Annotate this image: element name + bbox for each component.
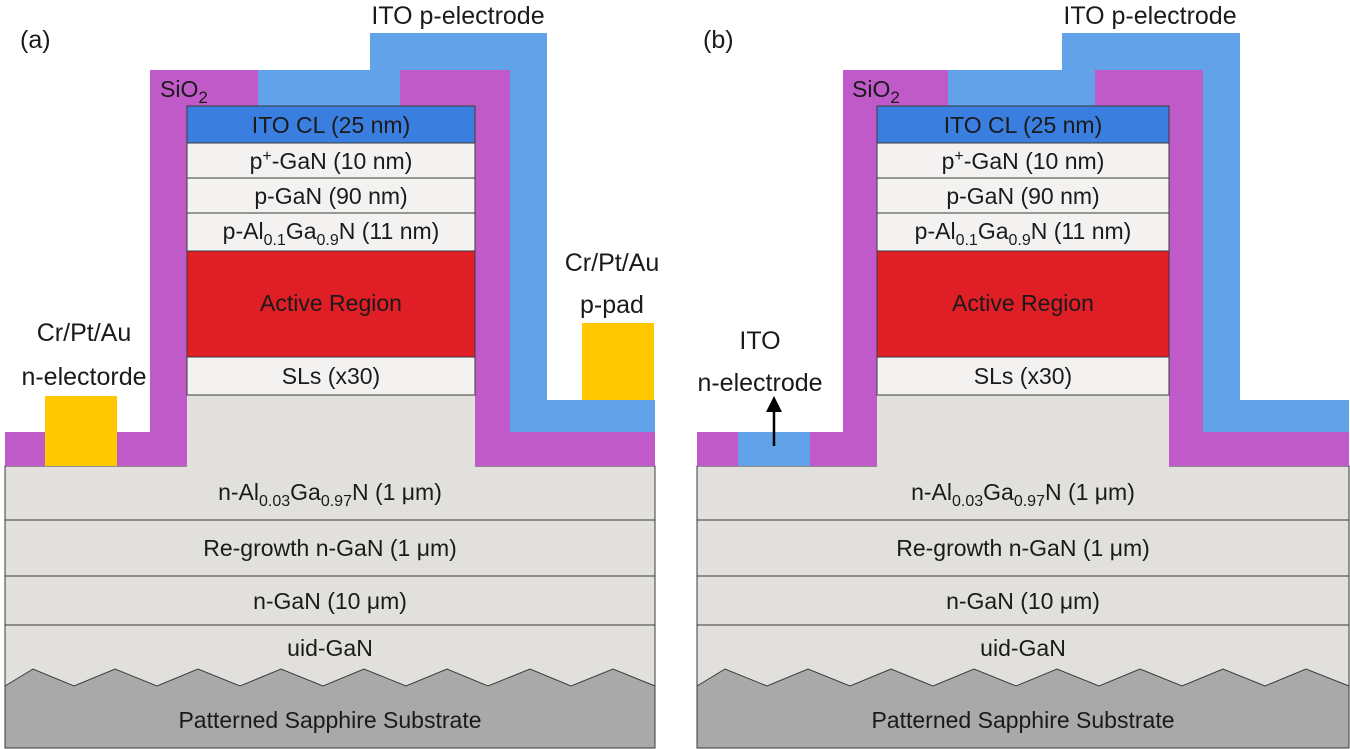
uid-gan-label-b: uid-GaN	[980, 635, 1066, 661]
ito-cl-label-b: ITO CL (25 nm)	[944, 112, 1102, 138]
n-algan-p2-b: Ga	[983, 479, 1014, 505]
p-gan-layer-b	[876, 177, 1170, 214]
p-plus-gan-post-a: -GaN (10 nm)	[272, 148, 413, 174]
n-algan-p1-b: n-Al	[911, 479, 952, 505]
n-algan-label-b: n-Al0.03Ga0.97N (1 μm)	[911, 479, 1135, 510]
sls-label-a: SLs (x30)	[282, 363, 380, 389]
p-algan-label-b: p-Al0.1Ga0.9N (11 nm)	[915, 218, 1132, 249]
sapphire-pattern-edge-a	[4, 668, 656, 687]
uid-gan-layer-a	[5, 625, 655, 686]
n-contact-line2-b: n-electrode	[697, 369, 822, 397]
p-algan-layer-a	[186, 212, 476, 252]
p-plus-gan-layer-a	[186, 142, 476, 179]
sio2-label-a: SiO2	[160, 76, 208, 107]
sapphire-label-a: Patterned Sapphire Substrate	[178, 707, 481, 733]
regrowth-layer-b	[696, 519, 1350, 577]
ito-cl-layer-b	[876, 105, 1170, 144]
sio2-main-b: SiO	[852, 76, 890, 102]
n-algan-p3-b: N (1 μm)	[1045, 479, 1135, 505]
p-algan-s1-b: 0.1	[956, 232, 978, 249]
regrowth-label-a: Re-growth n-GaN (1 μm)	[203, 535, 457, 561]
p-algan-p3-a: N (11 nm)	[339, 218, 440, 244]
p-plus-gan-label-b: p+-GaN (10 nm)	[942, 148, 1105, 174]
n-algan-layer-a	[4, 465, 656, 521]
p-plus-gan-pre-b: p	[942, 148, 955, 174]
sio2-label-b: SiO2	[852, 76, 900, 107]
n-algan-s1-b: 0.03	[952, 493, 983, 510]
p-algan-layer-b	[876, 212, 1170, 252]
p-algan-p1-b: p-Al	[915, 218, 956, 244]
active-region-label-a: Active Region	[260, 290, 402, 316]
p-gan-label-b: p-GaN (90 nm)	[946, 183, 1099, 209]
sio2-main-a: SiO	[160, 76, 198, 102]
n-gan-layer-a	[4, 575, 656, 626]
sio2-sub-a: 2	[198, 88, 207, 107]
n-algan-p1-a: n-Al	[218, 479, 259, 505]
ito-p-electrode-b	[948, 33, 1349, 432]
p-pad-a	[582, 323, 654, 400]
uid-gan-layer-b	[697, 625, 1349, 686]
ito-cl-label-a: ITO CL (25 nm)	[252, 112, 410, 138]
n-algan-s2-b: 0.97	[1014, 493, 1045, 510]
n-gan-label-a: n-GaN (10 μm)	[253, 588, 407, 614]
p-gan-label-a: p-GaN (90 nm)	[254, 183, 407, 209]
n-contact-line2-a: n-electorde	[21, 363, 146, 391]
ito-p-electrode-label-b: ITO p-electrode	[1063, 2, 1236, 30]
sapphire-label-b: Patterned Sapphire Substrate	[871, 707, 1174, 733]
uid-gan-label-a: uid-GaN	[287, 635, 373, 661]
panel-b	[696, 33, 1350, 749]
mesa-pedestal-b	[877, 395, 1169, 467]
regrowth-layer-a	[4, 519, 656, 577]
p-algan-p2-b: Ga	[978, 218, 1009, 244]
p-plus-gan-post-b: -GaN (10 nm)	[964, 148, 1105, 174]
n-contact-line1-a: Cr/Pt/Au	[37, 319, 131, 347]
active-region-label-b: Active Region	[952, 290, 1094, 316]
sls-layer-b	[876, 356, 1170, 396]
p-algan-s1-a: 0.1	[264, 232, 286, 249]
n-gan-label-b: n-GaN (10 μm)	[946, 588, 1100, 614]
p-algan-label-a: p-Al0.1Ga0.9N (11 nm)	[223, 218, 440, 249]
p-pad-line1-a: Cr/Pt/Au	[565, 249, 659, 277]
p-algan-s2-b: 0.9	[1009, 232, 1031, 249]
panel-a	[4, 33, 656, 749]
p-plus-gan-label-a: p+-GaN (10 nm)	[250, 148, 413, 174]
panel-tag-a: (a)	[20, 26, 51, 54]
n-algan-p2-a: Ga	[290, 479, 321, 505]
n-algan-layer-b	[696, 465, 1350, 521]
p-plus-gan-layer-b	[876, 142, 1170, 179]
ito-p-electrode-label-a: ITO p-electrode	[371, 2, 544, 30]
n-algan-p3-a: N (1 μm)	[352, 479, 442, 505]
p-pad-line2-a: p-pad	[580, 291, 644, 319]
n-gan-layer-b	[696, 575, 1350, 626]
p-plus-gan-sup-b: +	[954, 148, 963, 165]
n-algan-s1-a: 0.03	[259, 493, 290, 510]
n-contact-line1-b: ITO	[739, 327, 780, 355]
sls-label-b: SLs (x30)	[974, 363, 1072, 389]
sio2-sub-b: 2	[890, 88, 899, 107]
mesa-pedestal-a	[187, 395, 475, 467]
n-algan-label-a: n-Al0.03Ga0.97N (1 μm)	[218, 479, 442, 510]
sls-layer-a	[186, 356, 476, 396]
p-plus-gan-pre-a: p	[250, 148, 263, 174]
panel-tag-b: (b)	[703, 26, 734, 54]
ito-p-electrode-a	[258, 33, 655, 432]
p-plus-gan-sup-a: +	[262, 148, 271, 165]
p-algan-s2-a: 0.9	[317, 232, 339, 249]
n-algan-s2-a: 0.97	[321, 493, 352, 510]
ito-cl-layer-a	[186, 105, 476, 144]
sapphire-pattern-edge-b	[696, 668, 1350, 687]
p-gan-layer-a	[186, 177, 476, 214]
p-algan-p2-a: Ga	[286, 218, 317, 244]
p-algan-p1-a: p-Al	[223, 218, 264, 244]
regrowth-label-b: Re-growth n-GaN (1 μm)	[896, 535, 1150, 561]
p-algan-p3-b: N (11 nm)	[1031, 218, 1132, 244]
n-electrode-arrowhead-b	[766, 396, 782, 412]
n-pad-a	[45, 396, 117, 466]
